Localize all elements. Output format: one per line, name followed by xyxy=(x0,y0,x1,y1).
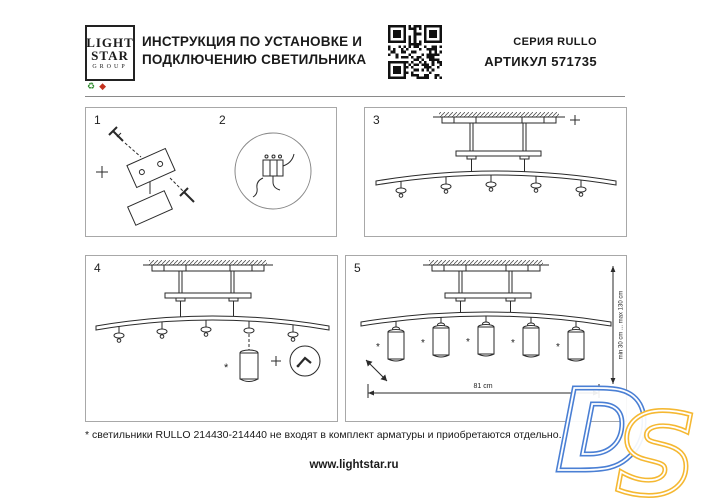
asterisk-mark: * xyxy=(224,362,229,374)
footnote: * светильники RULLO 214430-214440 не вхо… xyxy=(85,429,562,441)
svg-text:*: * xyxy=(421,338,425,349)
article-label: АРТИКУЛ 571735 xyxy=(484,54,597,69)
canopy xyxy=(455,150,542,172)
eco-icon: ♻ xyxy=(87,81,96,91)
svg-text:*: * xyxy=(466,337,470,348)
step2-diagram xyxy=(234,132,312,210)
ceiling-mount xyxy=(433,112,565,124)
svg-text:D: D xyxy=(556,367,649,497)
screw-guide-line xyxy=(169,177,184,192)
lamp-holders xyxy=(113,320,299,343)
plus-icon xyxy=(570,115,580,125)
horizontal-dimension: 81 cm xyxy=(367,383,600,398)
step-number: 1 xyxy=(94,113,101,127)
svg-text:*: * xyxy=(376,342,380,353)
watermark-letter-s: S xyxy=(616,391,697,502)
plus-icon xyxy=(271,356,281,366)
step-number: 5 xyxy=(354,261,361,275)
step5-diagram: * * * * * min 30 cm ... max 130 cm 81 cm xyxy=(360,260,625,398)
logo-text: LIGHT xyxy=(86,35,134,50)
plus-icon xyxy=(96,166,108,178)
bracket-outline xyxy=(127,190,173,226)
svg-text:S: S xyxy=(616,391,697,502)
lamp-shades xyxy=(387,316,585,362)
detail-circle xyxy=(234,132,312,210)
step-number: 4 xyxy=(94,261,101,275)
asterisk-marks: * * * * * xyxy=(376,337,560,353)
screw-icon xyxy=(108,126,124,142)
suspension-rods xyxy=(458,270,513,294)
title-line-1: ИНСТРУКЦИЯ ПО УСТАНОВКЕ И xyxy=(142,34,363,49)
ds-watermark: D D S S xyxy=(554,365,700,502)
step-number: 3 xyxy=(373,113,380,127)
screw-guide-line xyxy=(124,142,142,158)
suspension-rods xyxy=(178,270,235,294)
wire-connector xyxy=(252,153,295,198)
step4-diagram: * xyxy=(95,260,330,382)
logo-subtext: GROUP xyxy=(92,64,128,70)
step1-diagram xyxy=(96,126,195,226)
header-divider xyxy=(85,96,625,97)
hex-key-icon xyxy=(297,356,312,367)
lamp-holders xyxy=(395,175,587,198)
step-panel-3: 3 xyxy=(364,107,627,237)
page-title: ИНСТРУКЦИЯ ПО УСТАНОВКЕ И ПОДКЛЮЧЕНИЮ СВ… xyxy=(142,33,366,68)
track-arc xyxy=(95,315,330,331)
screw-icon xyxy=(179,187,195,203)
magnifier-circle xyxy=(289,345,321,377)
vertical-dimension: min 30 cm ... max 130 cm xyxy=(610,266,625,384)
canopy xyxy=(444,292,532,313)
canopy xyxy=(164,292,252,317)
suspension-rods xyxy=(469,122,527,152)
tilt-dimension-arrow xyxy=(365,359,388,382)
watermark-letter-d: D xyxy=(556,367,649,497)
title-line-2: ПОДКЛЮЧЕНИЮ СВЕТИЛЬНИКА xyxy=(142,51,367,67)
step-number: 2 xyxy=(219,113,226,127)
series-block: СЕРИЯ RULLO АРТИКУЛ 571735 xyxy=(440,36,597,69)
ceiling-mount xyxy=(423,260,549,272)
track-arc xyxy=(360,311,612,327)
website-url: www.lightstar.ru xyxy=(309,459,399,471)
cert-icons: ♻ ◆ xyxy=(87,82,106,91)
ceiling-mount xyxy=(143,260,273,272)
svg-text:*: * xyxy=(511,338,515,349)
series-label: СЕРИЯ RULLO xyxy=(513,36,597,48)
mounting-plate xyxy=(126,147,176,189)
cert-icon: ◆ xyxy=(99,81,106,91)
step-panel-1: 1 xyxy=(85,107,213,237)
svg-text:*: * xyxy=(556,342,560,353)
lightstar-logo: LIGHT STAR GROUP xyxy=(85,25,135,81)
logo-text: STAR xyxy=(91,48,129,63)
step-panel-2: 2 xyxy=(211,107,337,237)
step-panel-5: * * * * * min 30 cm ... max 130 cm 81 cm xyxy=(345,255,627,422)
height-range-label: min 30 cm ... max 130 cm xyxy=(619,291,625,360)
qr-code xyxy=(388,25,442,79)
step-panel-4: * 4 xyxy=(85,255,338,422)
step3-diagram xyxy=(375,112,617,198)
shade-attach-detail: * xyxy=(224,334,321,382)
width-label: 81 cm xyxy=(473,383,492,390)
track-arc xyxy=(375,170,617,186)
